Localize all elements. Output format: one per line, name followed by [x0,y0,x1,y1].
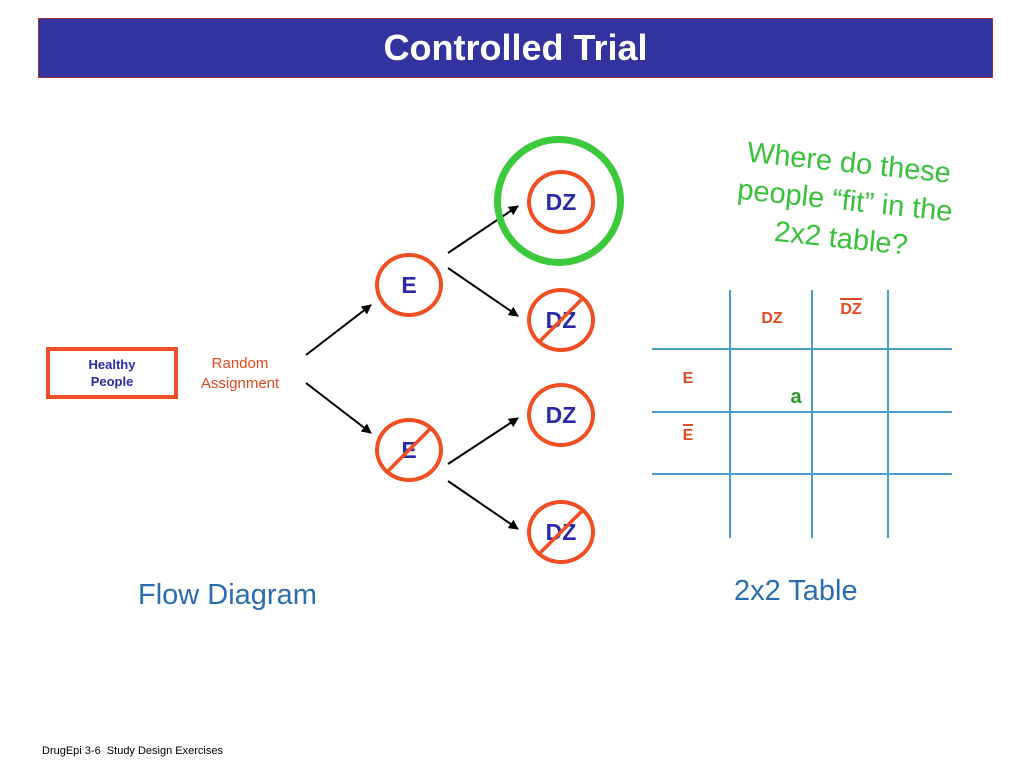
arrow-to-exposed [305,304,372,356]
table-col-dz: DZ [761,310,783,327]
arrow-exposed-to-nodz [447,267,519,317]
table-col-no-dz-label: DZ [840,298,862,318]
table-vline-3 [887,290,889,538]
table-vline-1 [729,290,731,538]
not-slash-icon [537,296,585,344]
unexposed-node: E [375,418,443,482]
random-assignment-label: Random Assignment [188,354,292,394]
table-cell-a: a [790,386,802,408]
title-bar: Controlled Trial [38,18,993,78]
highlight-ring [494,136,624,266]
arrow-unexposed-to-dz [447,417,519,465]
not-slash-icon [385,426,433,474]
disease-label: DZ [545,188,577,215]
arrow-to-unexposed [305,382,372,434]
table-col-no-dz: DZ [831,298,871,319]
table-row-e: E [682,370,694,387]
no-disease-node-exposed: DZ [527,288,595,352]
table-row-no-e: E [668,424,708,445]
table-hline-1 [652,348,952,350]
table-caption: 2x2 Table [734,575,858,607]
disease-node-unexposed: DZ [527,383,595,447]
healthy-people-box: Healthy People [46,347,178,399]
exposed-label: E [401,271,417,298]
arrow-unexposed-to-nodz [447,480,519,530]
table-hline-3 [652,473,952,475]
no-disease-node-unexposed: DZ [527,500,595,564]
people-label: People [90,374,134,389]
exposed-node: E [375,253,443,317]
table-vline-2 [811,290,813,538]
slide-title: Controlled Trial [383,27,648,68]
table-hline-2 [652,411,952,413]
assignment-label: Assignment [200,375,280,392]
slide-footer: DrugEpi 3-6 Study Design Exercises [42,745,223,757]
healthy-label: Healthy [88,357,136,372]
disease-label: DZ [545,401,577,428]
random-label: Random [211,355,269,372]
disease-node-exposed: DZ [527,170,595,234]
not-slash-icon [537,508,585,556]
flow-diagram-caption: Flow Diagram [138,579,317,611]
table-row-no-e-label: E [682,424,694,444]
